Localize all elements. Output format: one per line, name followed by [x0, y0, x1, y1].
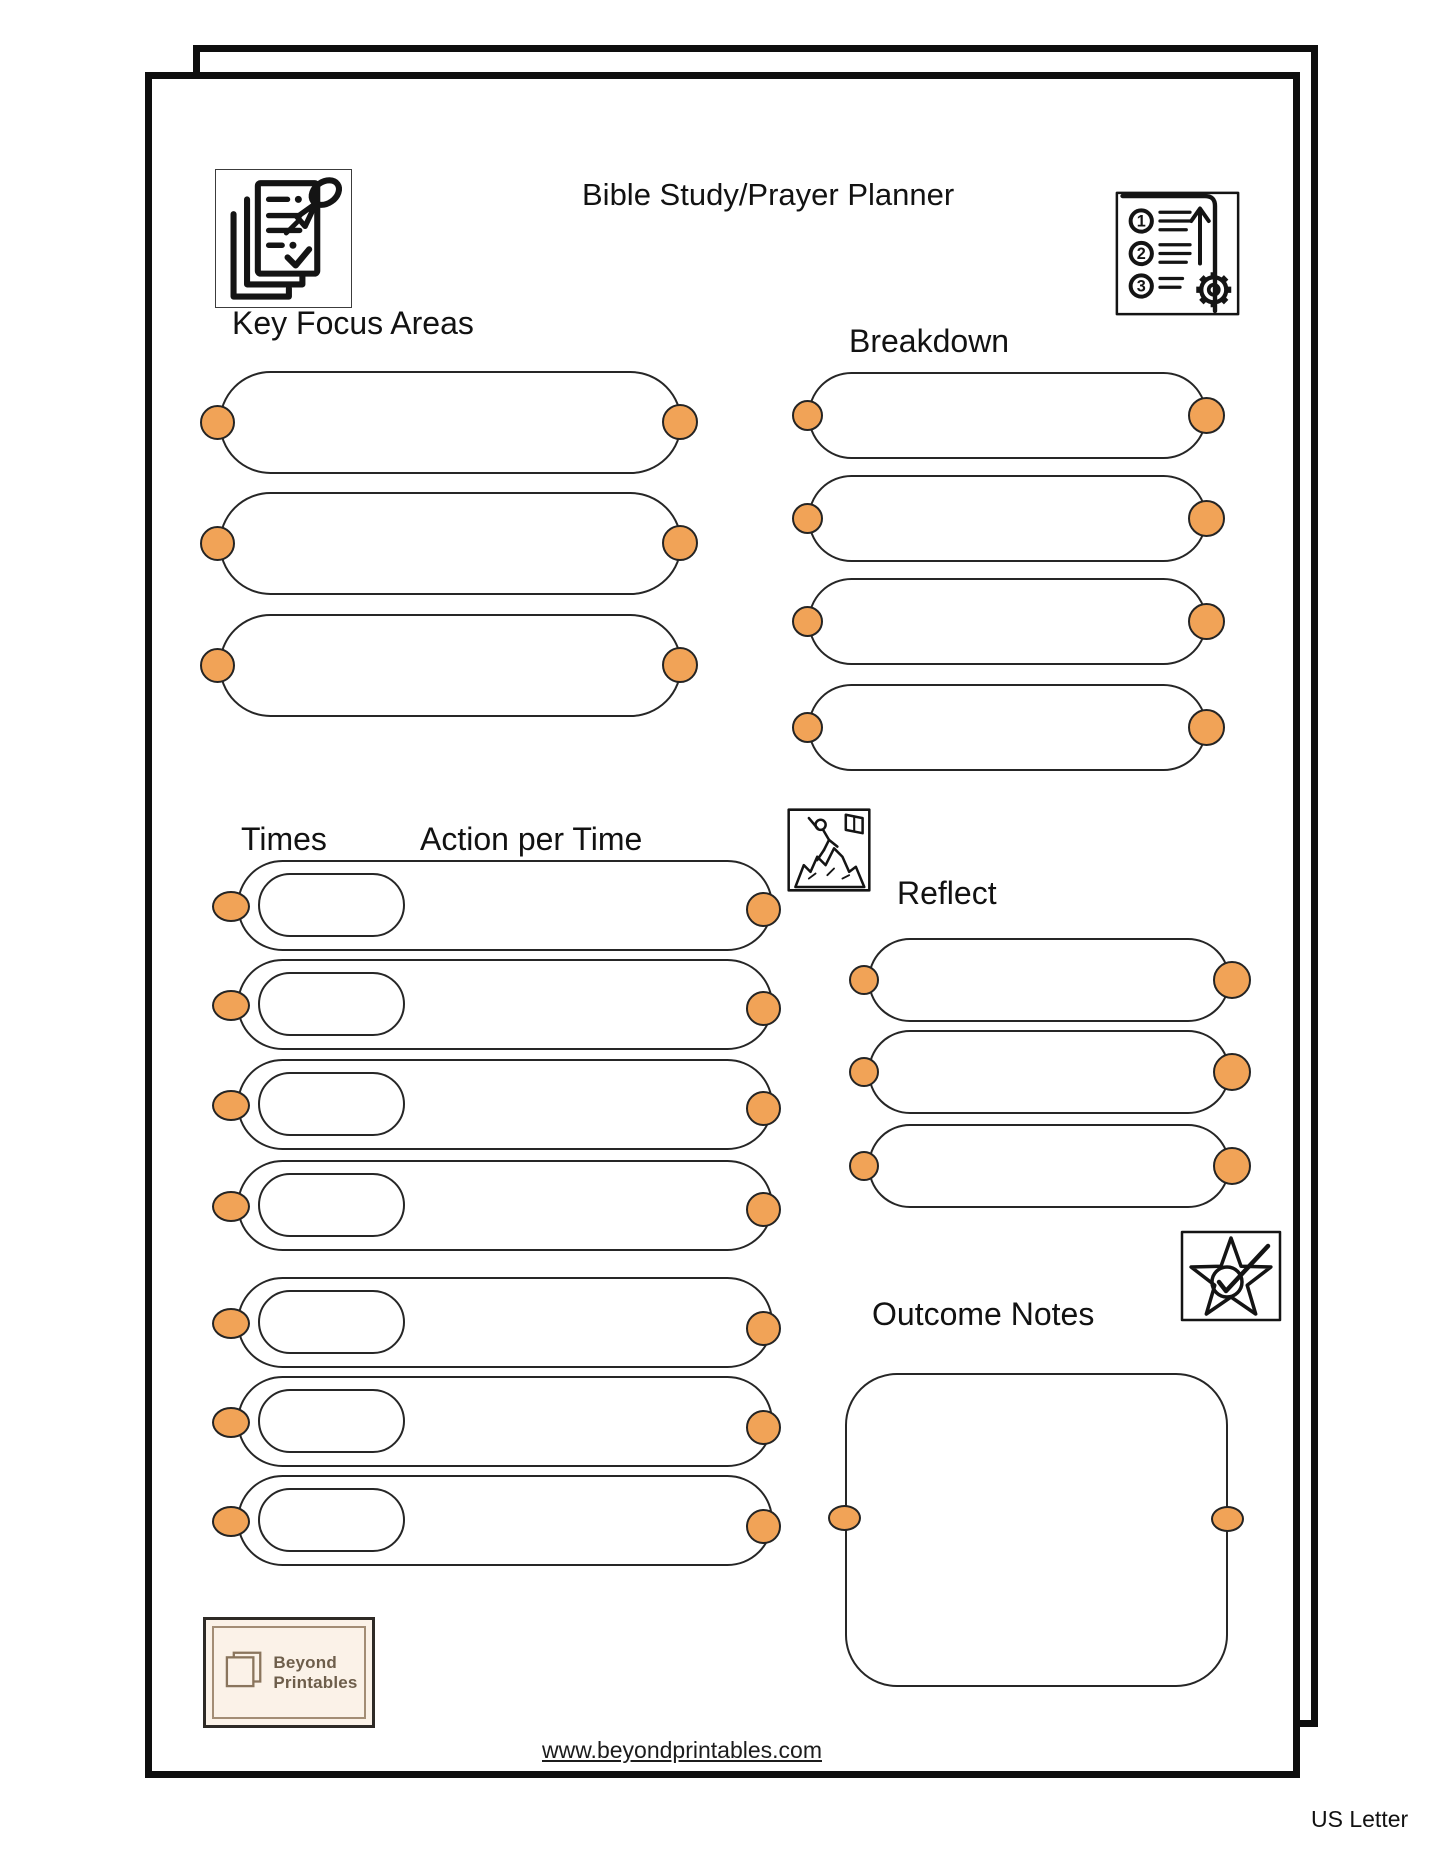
page-title: Bible Study/Prayer Planner — [582, 177, 955, 212]
time-field-4[interactable] — [258, 1173, 405, 1237]
time-right-dot-6 — [746, 1410, 781, 1445]
times-heading: Times — [241, 821, 327, 857]
paper-size-label: US Letter — [1311, 1806, 1409, 1832]
breakdown-left-dot-3 — [792, 606, 823, 637]
gear-glyph — [1196, 272, 1232, 308]
numbered-list-gear-icon: 1 2 3 — [1115, 190, 1240, 317]
breakdown-left-dot-4 — [792, 712, 823, 743]
logo-name-line2: Printables — [273, 1672, 358, 1692]
reflect-right-dot-1 — [1213, 961, 1251, 999]
mountain-climber-icon — [785, 808, 873, 892]
time-right-dot-4 — [746, 1192, 781, 1227]
time-left-dot-7 — [212, 1506, 250, 1537]
time-left-dot-2 — [212, 990, 250, 1021]
time-field-7[interactable] — [258, 1488, 405, 1552]
breakdown-right-dot-4 — [1188, 709, 1225, 746]
time-field-6[interactable] — [258, 1389, 405, 1453]
time-left-dot-5 — [212, 1308, 250, 1339]
key-focus-field-2[interactable] — [219, 492, 682, 595]
breakdown-field-4[interactable] — [808, 684, 1207, 771]
key-focus-left-dot-1 — [200, 405, 235, 440]
key-focus-field-1[interactable] — [219, 371, 682, 474]
numbered-item-1: 1 — [1137, 213, 1146, 231]
logo-name-line1: Beyond — [273, 1653, 337, 1673]
outcome-left-dot — [828, 1505, 861, 1531]
reflect-field-1[interactable] — [868, 938, 1230, 1022]
key-focus-left-dot-3 — [200, 648, 235, 683]
key-focus-right-dot-2 — [662, 525, 698, 561]
breakdown-right-dot-2 — [1188, 500, 1225, 537]
breakdown-right-dot-1 — [1188, 397, 1225, 434]
stacked-pages-icon — [220, 1647, 266, 1698]
footer-url-link[interactable]: www.beyondprintables.com — [542, 1737, 822, 1763]
numbered-item-3: 3 — [1137, 278, 1146, 296]
time-left-dot-4 — [212, 1191, 250, 1222]
breakdown-heading: Breakdown — [849, 323, 1010, 359]
time-field-5[interactable] — [258, 1290, 405, 1354]
reflect-left-dot-2 — [849, 1057, 879, 1087]
pinned-notes-icon — [215, 169, 352, 308]
reflect-right-dot-3 — [1213, 1147, 1251, 1185]
breakdown-field-2[interactable] — [808, 475, 1207, 562]
breakdown-field-1[interactable] — [808, 372, 1207, 459]
key-focus-left-dot-2 — [200, 526, 235, 561]
brand-logo: Beyond Printables — [203, 1617, 375, 1728]
outcome-notes-field[interactable] — [845, 1373, 1228, 1687]
time-right-dot-5 — [746, 1311, 781, 1346]
breakdown-field-3[interactable] — [808, 578, 1207, 665]
breakdown-left-dot-1 — [792, 400, 823, 431]
time-field-3[interactable] — [258, 1072, 405, 1136]
time-field-2[interactable] — [258, 972, 405, 1036]
action-per-time-heading: Action per Time — [420, 821, 643, 857]
key-focus-right-dot-3 — [662, 647, 698, 683]
outcome-notes-heading: Outcome Notes — [872, 1296, 1095, 1332]
outcome-right-dot — [1211, 1506, 1244, 1532]
reflect-field-2[interactable] — [868, 1030, 1230, 1114]
time-right-dot-1 — [746, 892, 781, 927]
reflect-heading: Reflect — [897, 875, 997, 911]
breakdown-right-dot-3 — [1188, 603, 1225, 640]
key-focus-field-3[interactable] — [219, 614, 682, 717]
time-field-1[interactable] — [258, 873, 405, 937]
time-right-dot-7 — [746, 1509, 781, 1544]
time-right-dot-2 — [746, 991, 781, 1026]
star-check-icon — [1180, 1230, 1282, 1322]
reflect-right-dot-2 — [1213, 1053, 1251, 1091]
key-focus-right-dot-1 — [662, 404, 698, 440]
time-left-dot-1 — [212, 891, 250, 922]
time-left-dot-6 — [212, 1407, 250, 1438]
numbered-item-2: 2 — [1137, 245, 1146, 263]
reflect-left-dot-3 — [849, 1151, 879, 1181]
reflect-left-dot-1 — [849, 965, 879, 995]
breakdown-left-dot-2 — [792, 503, 823, 534]
time-right-dot-3 — [746, 1091, 781, 1126]
key-focus-areas-heading: Key Focus Areas — [232, 305, 474, 341]
time-left-dot-3 — [212, 1090, 250, 1121]
reflect-field-3[interactable] — [868, 1124, 1230, 1208]
